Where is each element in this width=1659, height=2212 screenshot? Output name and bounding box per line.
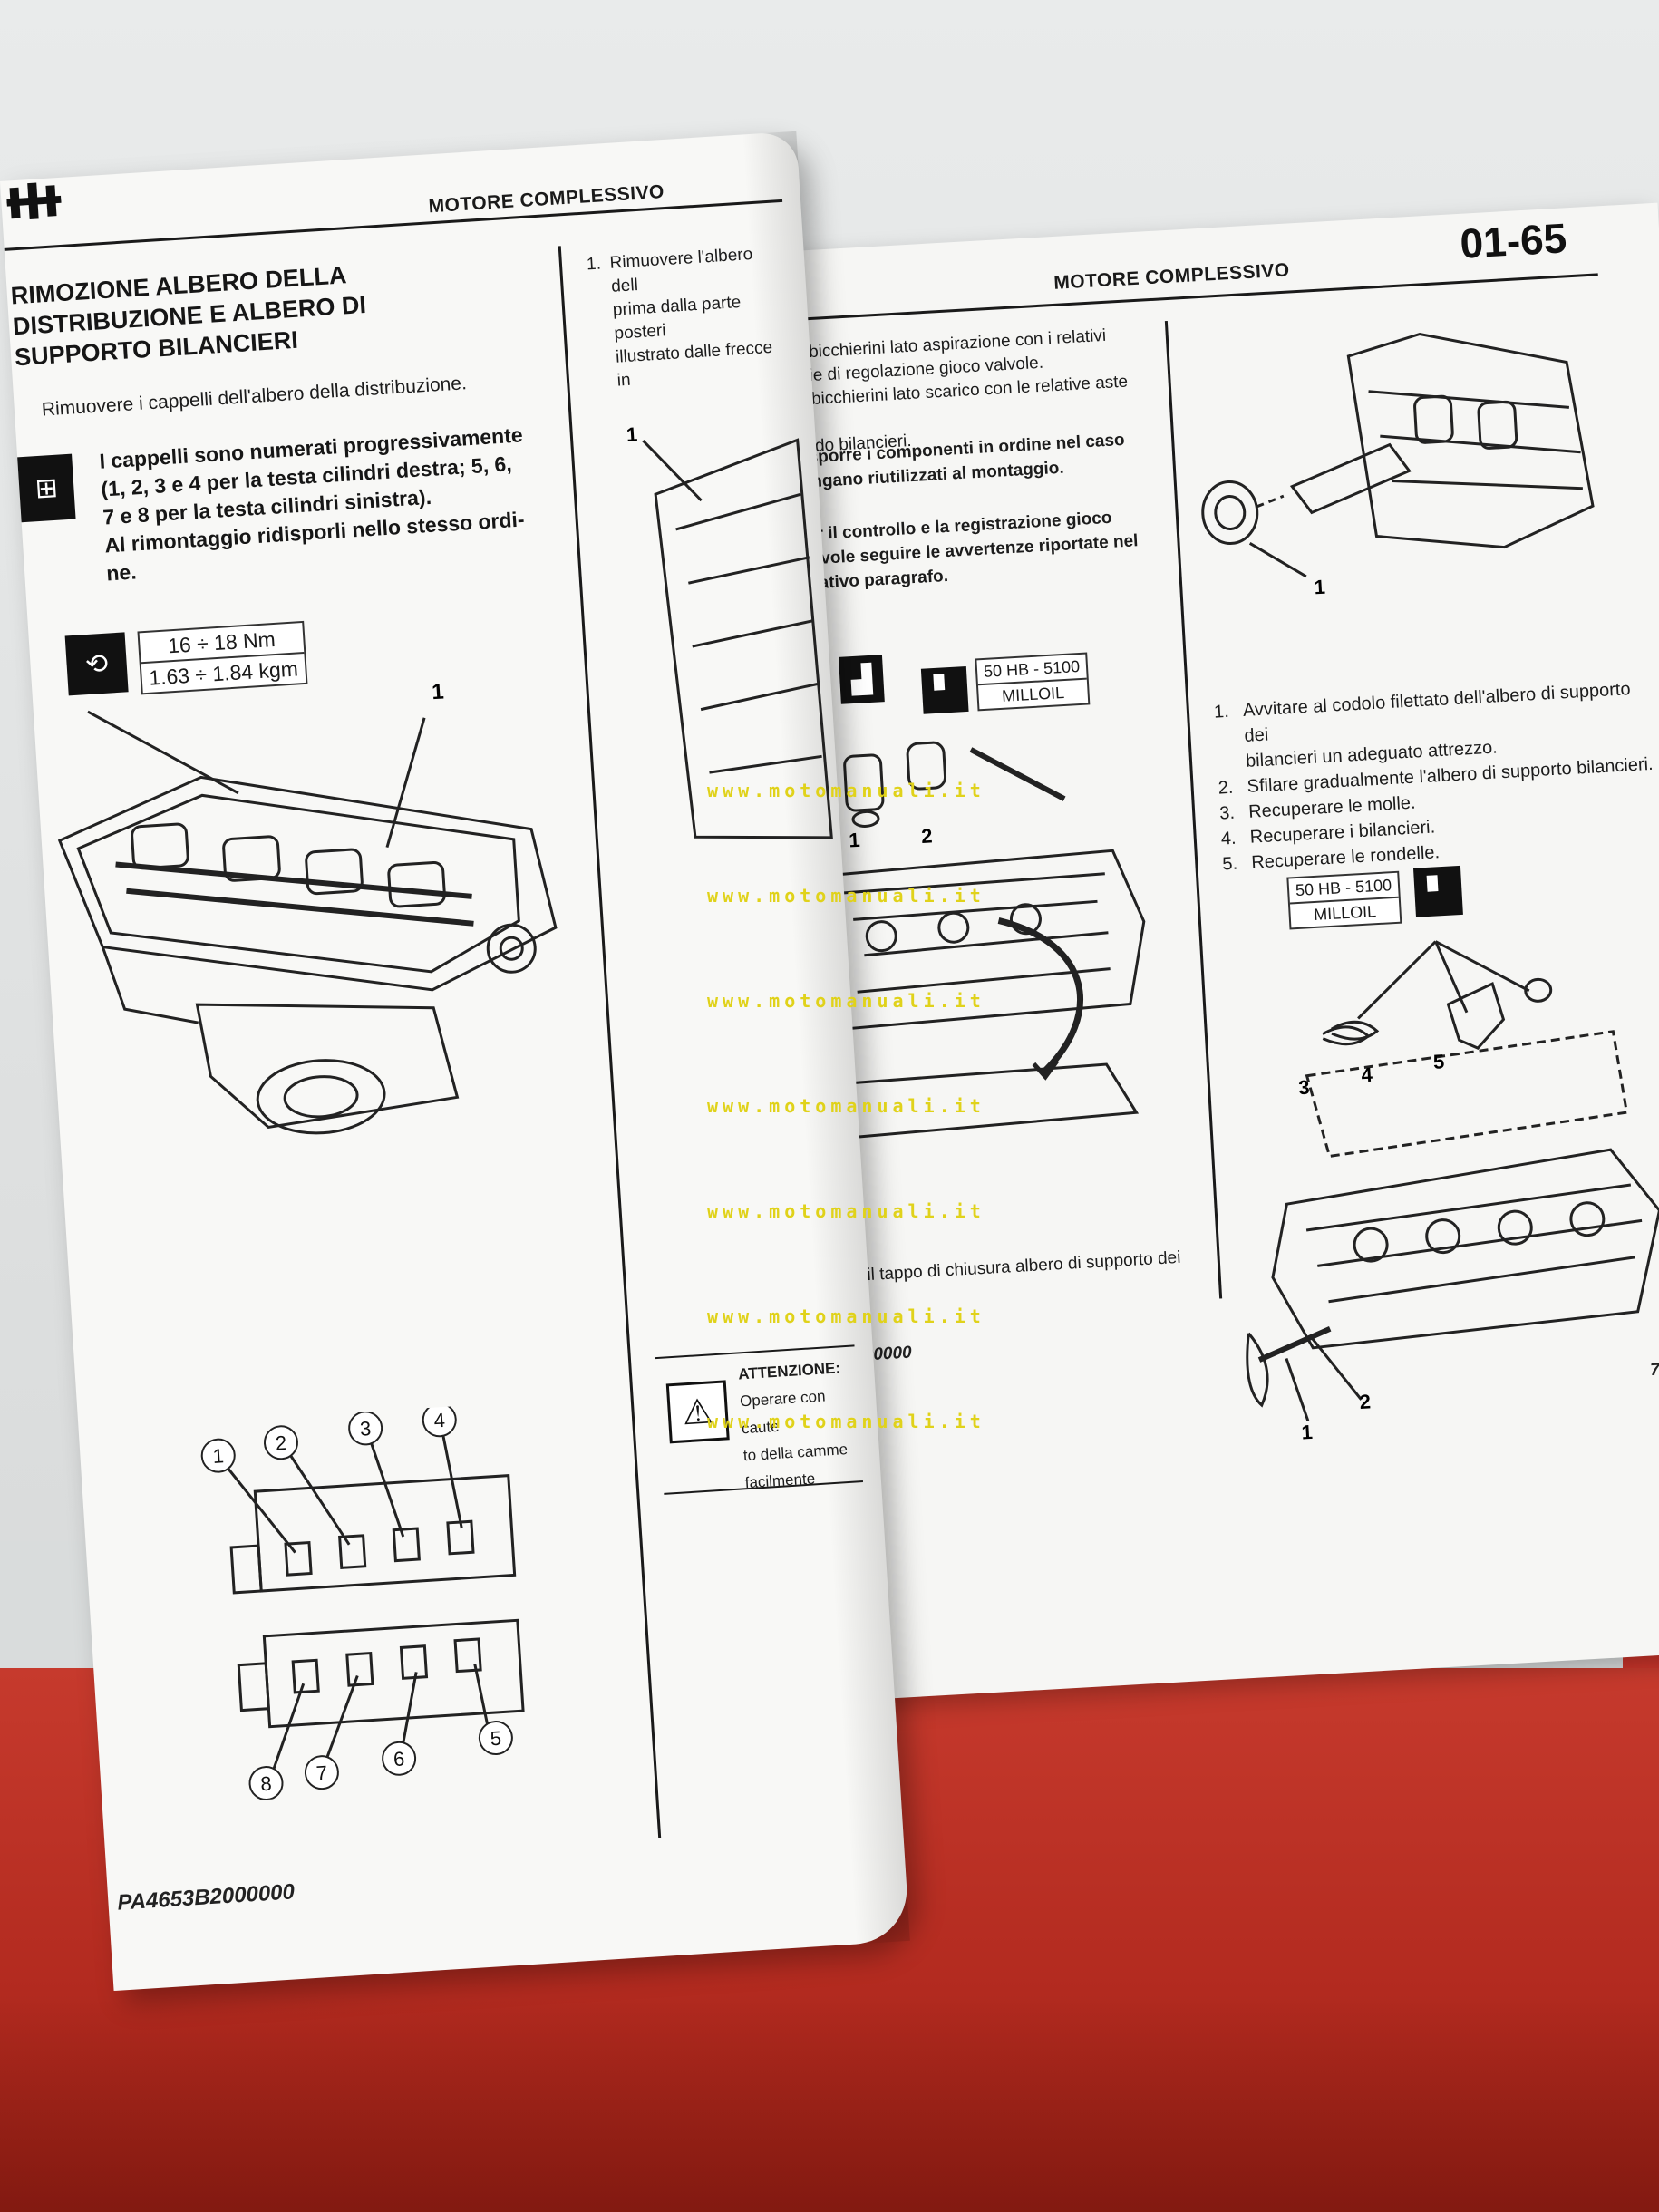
watermark-text: www.motomanuali.it bbox=[707, 1095, 985, 1117]
cap-number-4: 4 bbox=[433, 1409, 446, 1432]
cylinder-head-diagram: 1 bbox=[57, 679, 558, 1135]
col2-step: 1. Rimuovere l'albero dell prima dalla p… bbox=[586, 242, 775, 394]
left-page: MOTORE COMPLESSIVO RIMOZIONE ALBERO DELL… bbox=[0, 131, 910, 1992]
watermark-text: www.motomanuali.it bbox=[707, 780, 985, 801]
step-text: Avvitare al codolo filettato dell'albero… bbox=[1242, 679, 1632, 746]
caps-note: I cappelli sono numerati progressivament… bbox=[99, 418, 578, 587]
watermark-text: www.motomanuali.it bbox=[707, 885, 985, 907]
cap-order-diagram: 1 2 3 4 5 6 7 8 bbox=[200, 1402, 525, 1801]
step-number: 2. bbox=[1218, 777, 1235, 799]
cap-number-8: 8 bbox=[260, 1772, 273, 1796]
oil-can-icon: ▟ bbox=[838, 655, 885, 704]
step-number: 4. bbox=[1220, 828, 1237, 849]
right-page: MOTORE COMPLESSIVO 01-65 filare i bicchi… bbox=[743, 202, 1659, 1703]
watermark-text: www.motomanuali.it bbox=[707, 1305, 985, 1327]
cap-number-6: 6 bbox=[393, 1747, 405, 1771]
camshaft-callout-1: 1 bbox=[626, 422, 638, 446]
left-page-header: MOTORE COMPLESSIVO bbox=[427, 181, 665, 218]
step-text: Rimuovere i cappelli dell'albero della d… bbox=[41, 373, 468, 421]
left-col2-text: 1. Rimuovere l'albero dell prima dalla p… bbox=[586, 242, 775, 394]
cap-number-1: 1 bbox=[212, 1444, 225, 1468]
tool-label-1: 1 bbox=[1301, 1421, 1314, 1442]
step-number: 5. bbox=[1221, 853, 1238, 875]
removal-steps: 1. Avvitare al codolo filettato dell'albe… bbox=[1213, 674, 1659, 877]
rocker-arm-diagram: 3 4 5 1 2 bbox=[1246, 940, 1659, 1442]
tappet-label-2: 2 bbox=[920, 824, 933, 848]
watermark-text: www.motomanuali.it bbox=[707, 1411, 985, 1432]
cap-number-3: 3 bbox=[359, 1417, 372, 1441]
lubricant-spec-box-2: 50 HB - 5100 MILLOIL bbox=[1286, 870, 1402, 930]
right-note-2: Per il controllo e la registrazione gioc… bbox=[795, 503, 1161, 597]
left-footer-code: PA4653B2000000 bbox=[116, 1879, 296, 1916]
watermark-text: www.motomanuali.it bbox=[707, 1200, 985, 1222]
section-title: RIMOZIONE ALBERO DELLA DISTRIBUZIONE E A… bbox=[10, 257, 396, 373]
steps-list: 1. Avvitare al codolo filettato dell'albe… bbox=[1213, 674, 1659, 877]
right-page-header: MOTORE COMPLESSIVO bbox=[1053, 259, 1291, 294]
text-line: illustrato dalle frecce in bbox=[615, 337, 773, 391]
page-number: 01-65 bbox=[1459, 214, 1568, 267]
grid-note-icon: ⊞ bbox=[17, 453, 76, 523]
step-number: 3. bbox=[1218, 802, 1236, 824]
part-label-rockers: 4 bbox=[1361, 1063, 1373, 1087]
text-line: prima dalla parte posteri bbox=[612, 292, 742, 344]
cap-number-5: 5 bbox=[490, 1727, 502, 1751]
camshaft-removal-diagram: 1 bbox=[626, 422, 833, 839]
watermark-text: www.motomanuali.it bbox=[707, 990, 985, 1012]
lubricant-spec-box: 50 HB - 5100 MILLOIL bbox=[975, 652, 1091, 712]
diagram-callout-1: 1 bbox=[431, 679, 444, 704]
shaft-plug-diagram: 1 bbox=[1201, 332, 1595, 599]
text-line: Rimuovere l'albero dell bbox=[609, 245, 753, 296]
header-rule bbox=[4, 199, 783, 251]
remove-plug-text: uovere il tappo di chiusura albero di su… bbox=[810, 1245, 1219, 1315]
date-code: 7-1991 bbox=[1649, 1357, 1659, 1381]
step-number: 1. bbox=[1213, 701, 1230, 723]
cap-number-7: 7 bbox=[315, 1761, 328, 1785]
col2-step-body: Rimuovere l'albero dell prima dalla part… bbox=[609, 242, 776, 393]
oil-drop-icon: ▘ bbox=[920, 665, 969, 714]
part-label-washers: 5 bbox=[1432, 1050, 1445, 1073]
cap-number-2: 2 bbox=[275, 1431, 287, 1455]
plug-callout-1: 1 bbox=[1314, 576, 1326, 599]
table-shadow bbox=[0, 1994, 1659, 2212]
oil-drop-icon: ▘ bbox=[1412, 865, 1463, 917]
manufacturer-logo-icon bbox=[6, 182, 62, 220]
tool-label-2: 2 bbox=[1359, 1390, 1372, 1413]
tappet-label-1: 1 bbox=[849, 829, 861, 852]
part-label-springs: 3 bbox=[1298, 1076, 1311, 1100]
